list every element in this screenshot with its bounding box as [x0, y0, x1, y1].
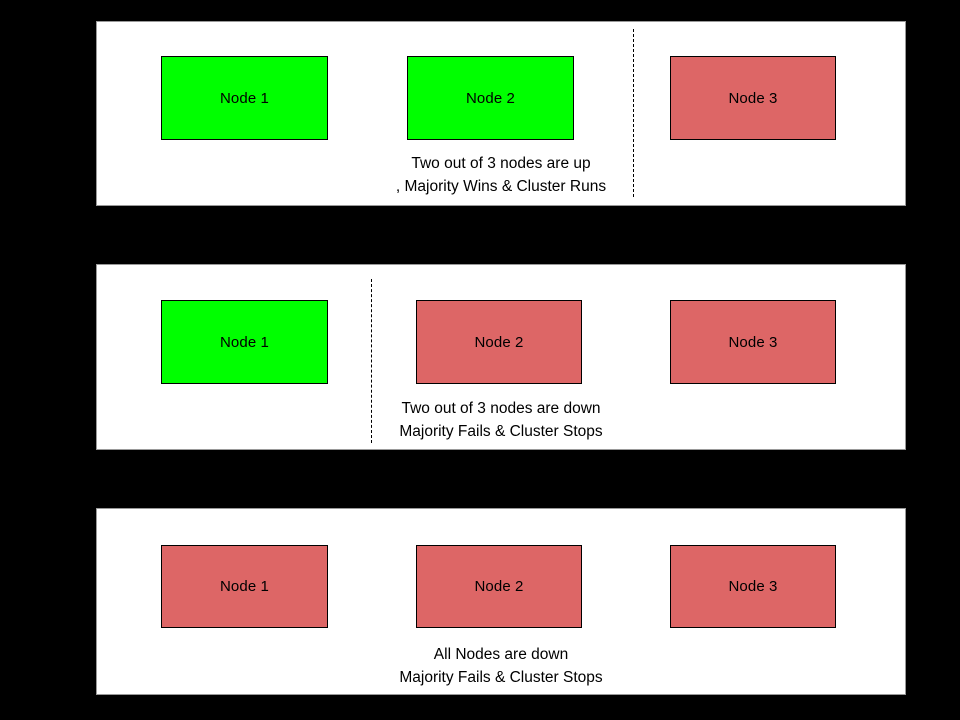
node-box-2-down: Node 2 — [416, 545, 582, 628]
node-label: Node 3 — [728, 333, 778, 351]
node-label: Node 1 — [220, 578, 269, 595]
caption-line-1: Two out of 3 nodes are down — [401, 400, 601, 417]
node-box-3-down: Node 3 — [670, 545, 836, 628]
node-box-3-down: Node 3 — [670, 56, 836, 140]
caption-line-2: Majority Fails & Cluster Stops — [399, 669, 603, 686]
node-box-1-down: Node 1 — [161, 545, 328, 628]
node-box-1-up: Node 1 — [161, 300, 328, 384]
scenario-caption: Two out of 3 nodes are up , Majority Wins… — [97, 152, 905, 198]
caption-line-2: , Majority Wins & Cluster Runs — [395, 178, 607, 195]
node-label: Node 2 — [474, 578, 524, 595]
node-label: Node 3 — [728, 578, 778, 595]
node-box-2-down: Node 2 — [416, 300, 582, 384]
scenario-panel-scenario-two-down: Node 1 Node 2 Node 3 Two out of 3 nodes are… — [96, 264, 906, 450]
node-box-2-up: Node 2 — [407, 56, 574, 140]
node-label: Node 3 — [728, 89, 778, 107]
node-label: Node 1 — [220, 333, 269, 351]
caption-line-1: All Nodes are down — [433, 646, 569, 663]
scenario-panel-scenario-two-up: Node 1 Node 2 Node 3 Two out of 3 nodes are… — [96, 21, 906, 206]
node-box-1-up: Node 1 — [161, 56, 328, 140]
node-label: Node 2 — [474, 333, 524, 351]
quorum-divider-line — [371, 279, 372, 443]
node-label: Node 2 — [466, 89, 515, 107]
caption-line-1: Two out of 3 nodes are up — [411, 155, 591, 172]
quorum-divider-line — [633, 29, 634, 197]
caption-line-2: Majority Fails & Cluster Stops — [399, 423, 603, 440]
node-box-3-down: Node 3 — [670, 300, 836, 384]
node-label: Node 1 — [220, 89, 269, 107]
